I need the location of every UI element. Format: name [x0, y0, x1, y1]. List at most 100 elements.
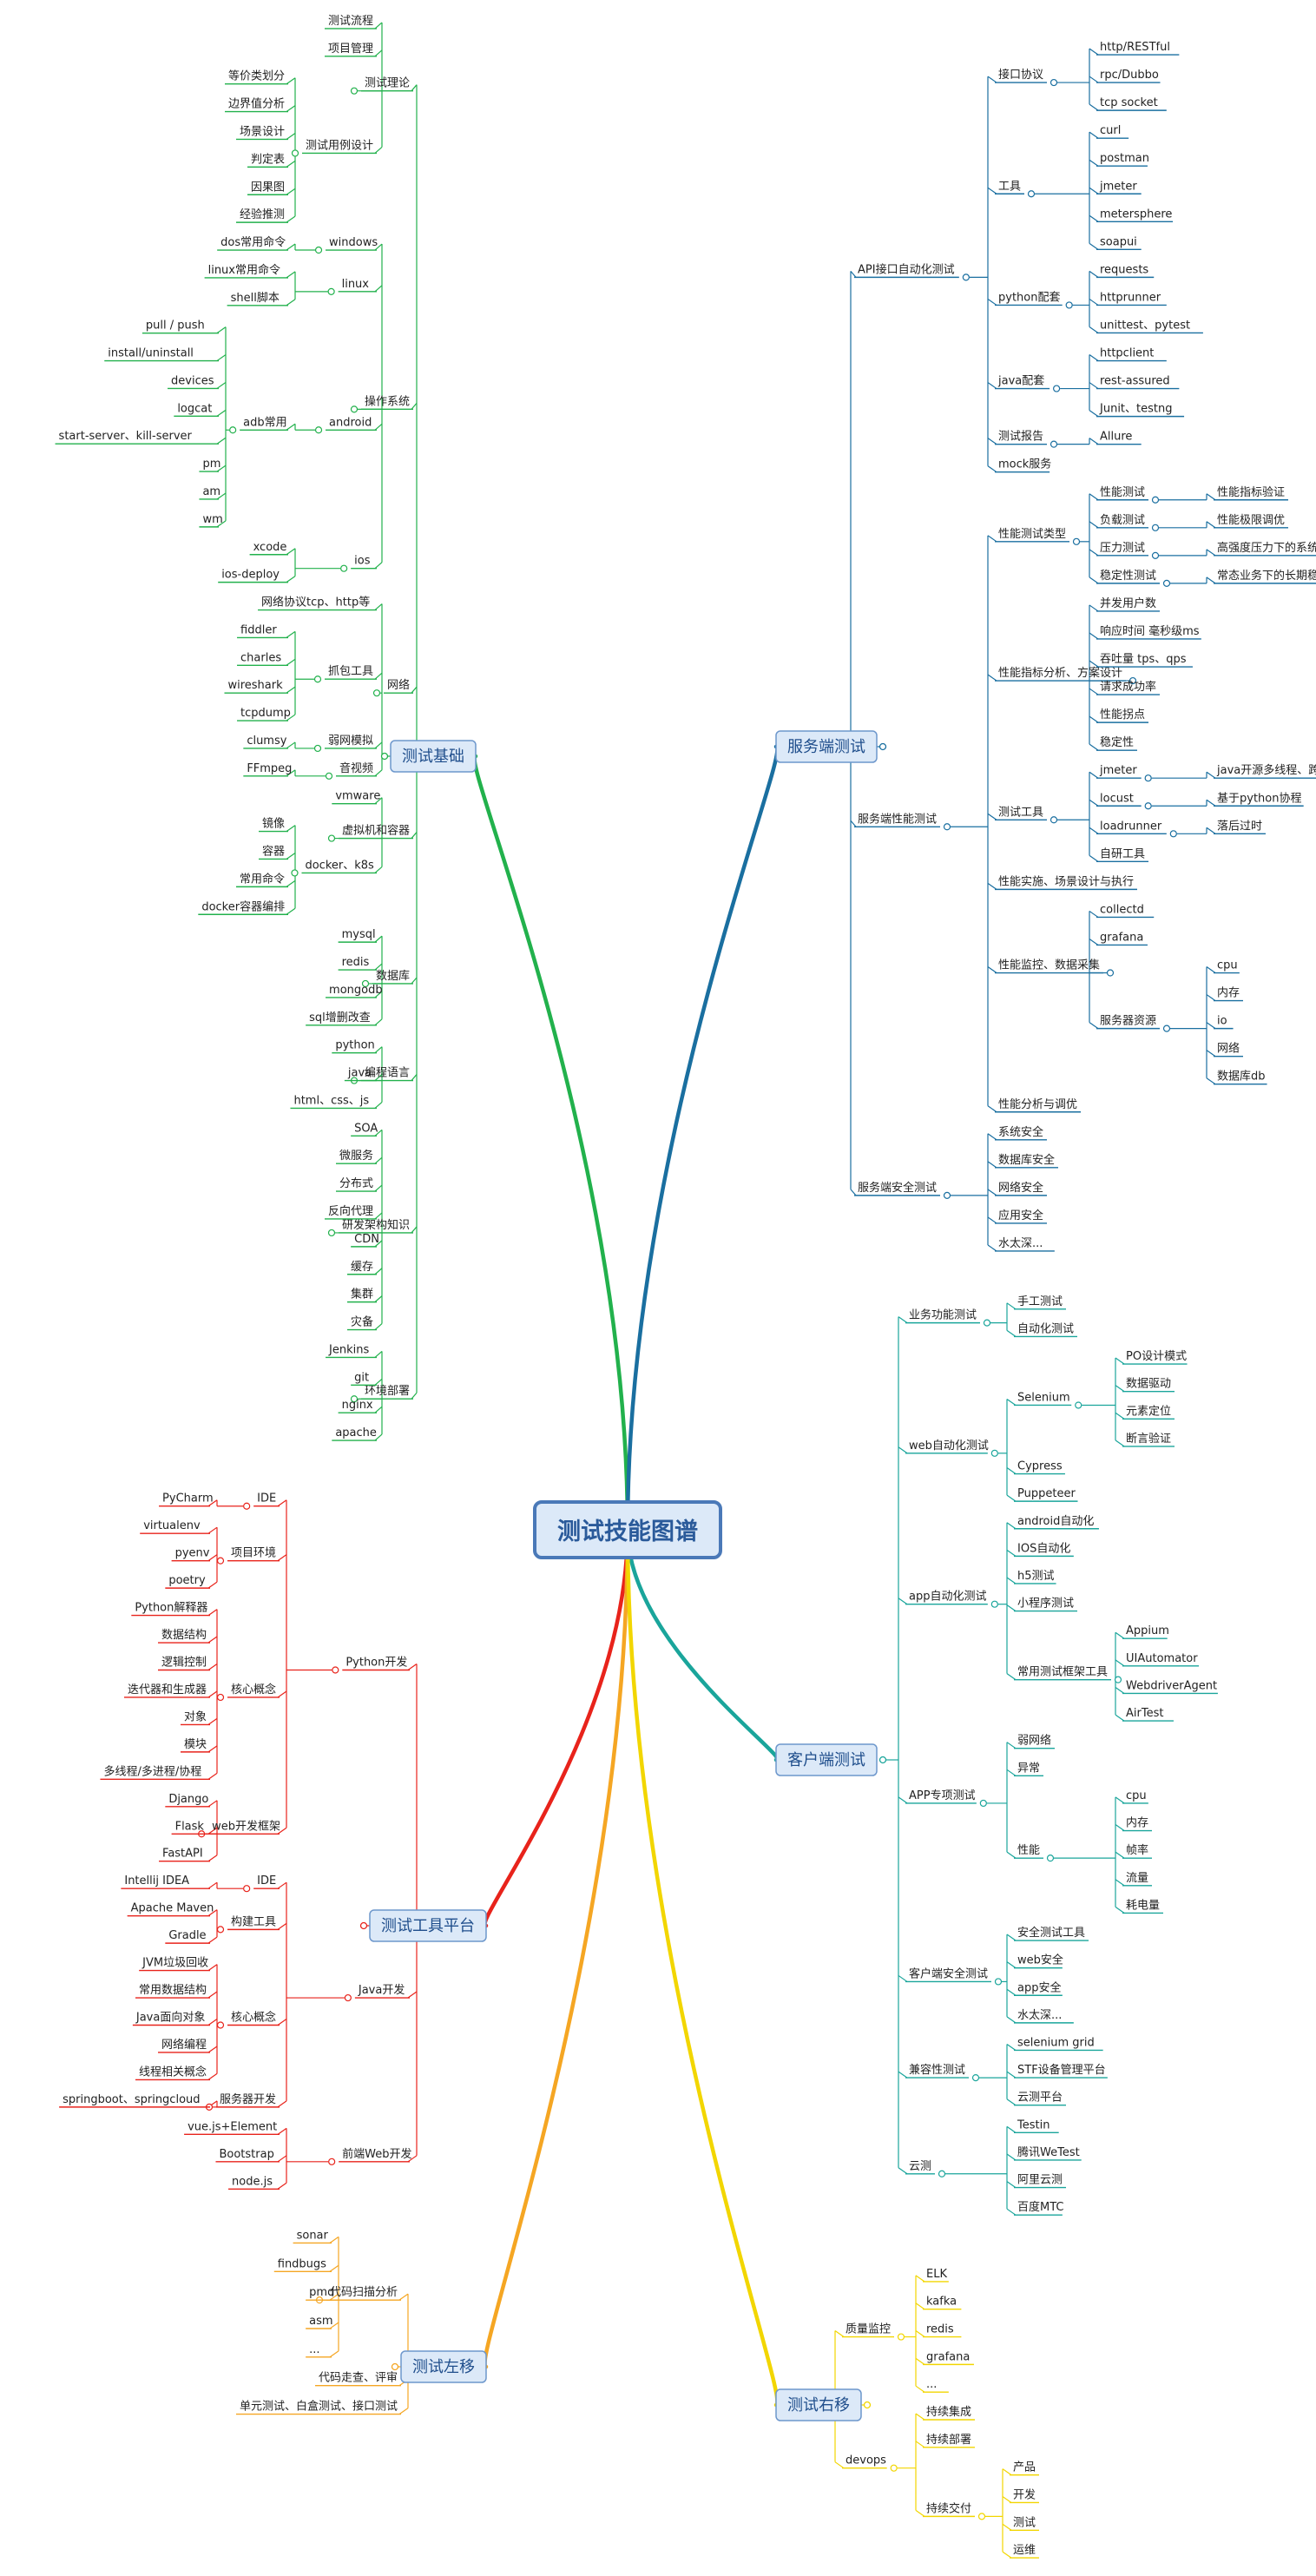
- topic-bootstrap[interactable]: Bootstrap: [215, 2148, 280, 2163]
- topic-nginx[interactable]: nginx: [338, 1399, 377, 1413]
- collapse-toggle-icon[interactable]: [1114, 1676, 1122, 1683]
- topic-fiddler[interactable]: fiddler: [237, 623, 288, 639]
- topic-rest-assured[interactable]: rest-assured: [1096, 375, 1180, 390]
- topic-item-2[interactable]: 测试工具: [995, 806, 1058, 824]
- topic-docker-k8s[interactable]: docker、k8s: [291, 859, 377, 877]
- topic-html-css-js[interactable]: html、css、js: [290, 1094, 377, 1110]
- topic-po[interactable]: PO设计模式: [1122, 1350, 1188, 1365]
- topic-intellij-idea[interactable]: Intellij IDEA: [121, 1874, 210, 1889]
- topic-item-0[interactable]: 性能极限调优: [1214, 514, 1288, 529]
- topic-docker[interactable]: docker容器编排: [198, 899, 288, 915]
- topic-node-js[interactable]: node.js: [228, 2175, 280, 2190]
- topic-item-1[interactable]: 构建工具: [216, 1915, 280, 1934]
- collapse-toggle-icon[interactable]: [216, 1926, 225, 1934]
- topic-jmeter[interactable]: jmeter: [1096, 180, 1142, 194]
- topic-appium[interactable]: Appium: [1122, 1624, 1169, 1639]
- topic-windows[interactable]: windows: [314, 236, 378, 254]
- topic-io[interactable]: io: [1214, 1015, 1234, 1030]
- topic-webdriveragent[interactable]: WebdriverAgent: [1122, 1679, 1218, 1695]
- topic-item-2[interactable]: 帧率: [1122, 1843, 1152, 1859]
- topic-item-2[interactable]: 持续交付: [923, 2501, 986, 2520]
- topic-item-2[interactable]: 核心概念: [216, 1683, 280, 1702]
- topic-ffmpeg[interactable]: FFmpeg: [243, 762, 292, 777]
- topic-java[interactable]: Java面向对象: [132, 2011, 210, 2026]
- topic-item-3[interactable]: 断言验证: [1122, 1432, 1175, 1447]
- topic-item-5[interactable]: 模块: [181, 1738, 210, 1753]
- topic-item-2[interactable]: 逻辑控制: [158, 1657, 210, 1671]
- topic-item-4[interactable]: 性能监控、数据采集: [995, 959, 1115, 977]
- topic-uiautomator[interactable]: UIAutomator: [1122, 1652, 1200, 1667]
- topic-grafana[interactable]: grafana: [923, 2350, 974, 2366]
- collapse-toggle-icon[interactable]: [977, 2513, 986, 2520]
- topic-item-3[interactable]: 流量: [1122, 1872, 1152, 1887]
- collapse-toggle-icon[interactable]: [340, 564, 348, 572]
- collapse-toggle-icon[interactable]: [979, 1799, 987, 1808]
- topic-ios[interactable]: IOS自动化: [1014, 1542, 1074, 1558]
- collapse-toggle-icon[interactable]: [938, 2170, 946, 2177]
- collapse-toggle-icon[interactable]: [327, 1229, 336, 1237]
- collapse-toggle-icon[interactable]: [990, 1600, 998, 1608]
- topic-item-6[interactable]: 多线程/多进程/协程: [100, 1764, 210, 1781]
- topic-jmeter[interactable]: jmeter: [1096, 764, 1152, 782]
- topic-item-0[interactable]: 弱网络: [1014, 1734, 1055, 1749]
- topic-ios[interactable]: ios: [340, 555, 377, 572]
- topic-item-0[interactable]: 系统安全: [995, 1125, 1047, 1141]
- topic-item-3[interactable]: 应用安全: [995, 1209, 1047, 1224]
- collapse-toggle-icon[interactable]: [291, 869, 299, 877]
- branch-node-2[interactable]: 测试工具平台: [369, 1909, 487, 1942]
- topic-dos[interactable]: dos常用命令: [217, 235, 288, 251]
- collapse-toggle-icon[interactable]: [897, 2333, 905, 2341]
- topic-item-0[interactable]: 等价类划分: [225, 69, 288, 85]
- topic-jenkins[interactable]: Jenkins: [326, 1343, 377, 1359]
- topic-item-0[interactable]: 持续集成: [923, 2405, 975, 2421]
- topic-python[interactable]: python配套: [995, 290, 1073, 309]
- collapse-toggle-icon[interactable]: [1151, 551, 1160, 559]
- topic-web[interactable]: web安全: [1014, 1953, 1063, 1969]
- topic-item-1[interactable]: 操作系统: [350, 394, 414, 413]
- collapse-toggle-icon[interactable]: [943, 823, 951, 831]
- topic-item-0[interactable]: 并发用户数: [1096, 596, 1160, 612]
- topic-item-2[interactable]: 元素定位: [1122, 1405, 1175, 1420]
- topic-item-2[interactable]: 性能: [1014, 1844, 1055, 1862]
- branch-node-6[interactable]: 测试右移: [775, 2388, 862, 2421]
- topic-poetry[interactable]: poetry: [165, 1574, 210, 1589]
- branch-node-5[interactable]: 客户端测试: [775, 1743, 878, 1776]
- topic-metersphere[interactable]: metersphere: [1096, 208, 1174, 222]
- topic-item-2[interactable]: 弱网模拟: [313, 735, 378, 753]
- topic-item-1[interactable]: 微服务: [336, 1149, 377, 1164]
- collapse-toggle-icon[interactable]: [1075, 1401, 1082, 1409]
- topic-item-5[interactable]: 稳定性: [1096, 735, 1137, 751]
- collapse-toggle-icon[interactable]: [229, 426, 237, 434]
- topic-item-1[interactable]: 自动化测试: [1014, 1322, 1077, 1338]
- topic-item-0[interactable]: 性能测试: [1096, 486, 1160, 504]
- topic-item-4[interactable]: 常用测试框架工具: [1014, 1666, 1122, 1683]
- topic-item-0[interactable]: 产品: [1010, 2461, 1039, 2476]
- topic-git[interactable]: git: [351, 1371, 377, 1386]
- collapse-toggle-icon[interactable]: [890, 2464, 898, 2472]
- collapse-toggle-icon[interactable]: [350, 405, 359, 413]
- collapse-toggle-icon[interactable]: [350, 1395, 359, 1403]
- topic-item-2[interactable]: 网络安全: [995, 1181, 1047, 1196]
- collapse-toggle-icon[interactable]: [325, 772, 333, 780]
- collapse-toggle-icon[interactable]: [1162, 1024, 1171, 1032]
- topic-item-2[interactable]: 网络: [372, 678, 414, 697]
- topic-item-5[interactable]: 性能分析与调优: [995, 1098, 1081, 1113]
- topic-django[interactable]: Django: [165, 1793, 210, 1808]
- topic-item-1[interactable]: 数据驱动: [1122, 1378, 1175, 1393]
- topic-ms[interactable]: 响应时间 毫秒级ms: [1096, 624, 1201, 640]
- topic-item-1[interactable]: 抓包工具: [313, 665, 378, 683]
- topic-mongodb[interactable]: mongodb: [326, 984, 383, 998]
- collapse-toggle-icon[interactable]: [314, 426, 323, 434]
- topic-wm[interactable]: wm: [199, 513, 223, 528]
- collapse-toggle-icon[interactable]: [1050, 78, 1058, 87]
- topic-selenium[interactable]: Selenium: [1014, 1391, 1082, 1409]
- topic-charles[interactable]: charles: [237, 651, 288, 666]
- topic-web[interactable]: web自动化测试: [905, 1440, 998, 1457]
- topic-item-4[interactable]: 水太深...: [995, 1237, 1055, 1252]
- topic-item-1[interactable]: 服务端性能测试: [854, 812, 951, 831]
- topic-cdn[interactable]: CDN: [351, 1233, 379, 1248]
- topic-item-1[interactable]: 负载测试: [1096, 514, 1160, 531]
- topic-android[interactable]: android: [314, 416, 377, 434]
- topic-api[interactable]: API接口自动化测试: [854, 262, 970, 281]
- topic-start-server-kill-server[interactable]: start-server、kill-server: [55, 430, 219, 445]
